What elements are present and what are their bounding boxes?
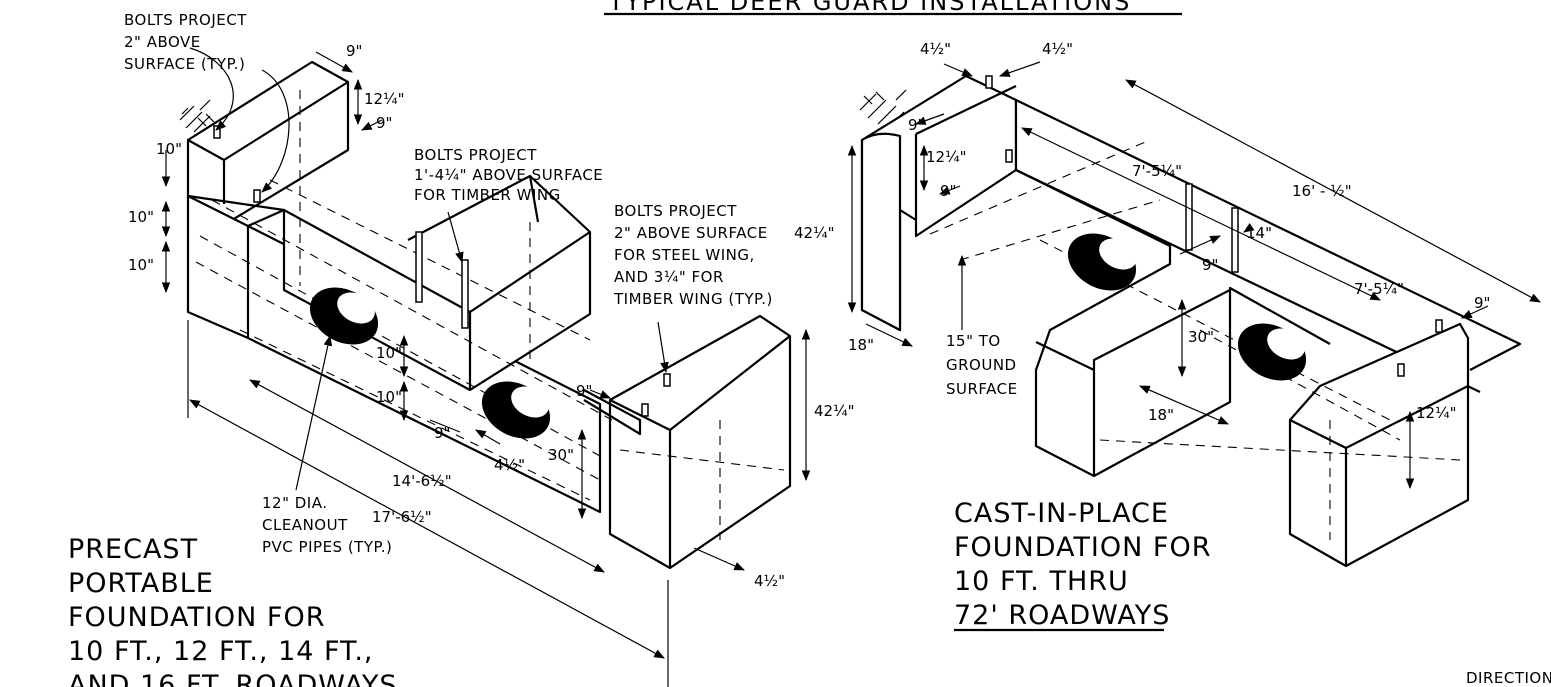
svg-text:10 FT., 12 FT., 14 FT.,: 10 FT., 12 FT., 14 FT.,	[68, 636, 374, 667]
svg-text:TIMBER WING (TYP.): TIMBER WING (TYP.)	[613, 290, 773, 308]
note-bolts-timber: BOLTS PROJECT 1'-4¼" ABOVE SURFACE FOR T…	[414, 146, 603, 204]
note-bolts-top: BOLTS PROJECT 2" ABOVE SURFACE (TYP.)	[124, 11, 247, 73]
svg-text:BOLTS PROJECT: BOLTS PROJECT	[124, 11, 247, 29]
svg-text:1'-4¼" ABOVE SURFACE: 1'-4¼" ABOVE SURFACE	[414, 166, 603, 184]
threaded-bolt	[1231, 207, 1239, 273]
bolt	[663, 373, 671, 387]
left-column	[860, 132, 902, 332]
svg-text:4½": 4½"	[920, 40, 951, 58]
svg-text:9": 9"	[376, 114, 392, 132]
svg-text:9": 9"	[434, 424, 450, 442]
svg-text:PORTABLE: PORTABLE	[68, 568, 214, 599]
svg-text:BOLTS PROJECT: BOLTS PROJECT	[414, 146, 537, 164]
svg-text:18": 18"	[848, 336, 874, 354]
svg-text:42¼": 42¼"	[814, 402, 855, 420]
svg-text:4½": 4½"	[494, 456, 525, 474]
note-ground-surface: 15" TO GROUND SURFACE	[946, 332, 1018, 398]
bolt	[641, 403, 649, 417]
svg-text:12¼": 12¼"	[926, 148, 967, 166]
svg-text:18": 18"	[1148, 406, 1174, 424]
svg-text:FOR TIMBER WING: FOR TIMBER WING	[414, 186, 561, 204]
direction-label: DIRECTION	[1466, 669, 1551, 687]
threaded-bolt	[461, 259, 469, 329]
svg-text:PVC PIPES (TYP.): PVC PIPES (TYP.)	[262, 538, 392, 556]
cast-dimension-lines	[847, 61, 1541, 490]
svg-text:10": 10"	[376, 388, 402, 406]
precast-caption: PRECAST PORTABLE FOUNDATION FOR 10 FT., …	[68, 534, 398, 687]
svg-text:AND 3¼" FOR: AND 3¼" FOR	[614, 268, 724, 286]
note-pvc-pipes: 12" DIA. CLEANOUT PVC PIPES (TYP.)	[262, 494, 392, 556]
svg-text:9": 9"	[346, 42, 362, 60]
svg-text:7'-5¼": 7'-5¼"	[1132, 162, 1182, 180]
earth-hatch	[179, 99, 215, 133]
threaded-bolt	[415, 231, 423, 303]
drawing-title: TYPICAL DEER GUARD INSTALLATIONS	[608, 0, 1132, 16]
svg-text:CLEANOUT: CLEANOUT	[262, 516, 348, 534]
svg-text:15" TO: 15" TO	[946, 332, 1001, 350]
cast-in-place-foundation-drawing: 15" TO GROUND SURFACE 4½" 4½" 9" 12¼" 9"…	[794, 40, 1551, 687]
svg-text:72' ROADWAYS: 72' ROADWAYS	[954, 600, 1170, 631]
svg-text:12" DIA.: 12" DIA.	[262, 494, 328, 512]
precast-dimension-labels: 9" 12¼" 9" 10" 10" 10" 10" 10" 9" 9" 4½"…	[128, 42, 855, 590]
svg-text:4½": 4½"	[1042, 40, 1073, 58]
bolt	[1397, 363, 1405, 377]
svg-text:10": 10"	[128, 208, 154, 226]
bolt	[985, 75, 993, 89]
svg-text:14": 14"	[1246, 224, 1272, 242]
precast-dimension-lines	[161, 51, 811, 687]
svg-text:12¼": 12¼"	[364, 90, 405, 108]
bolt	[253, 189, 261, 203]
svg-text:2" ABOVE SURFACE: 2" ABOVE SURFACE	[614, 224, 768, 242]
svg-text:14'-6½": 14'-6½"	[392, 472, 452, 490]
title-block: TYPICAL DEER GUARD INSTALLATIONS	[604, 0, 1182, 16]
svg-text:2" ABOVE: 2" ABOVE	[124, 33, 201, 51]
svg-text:9": 9"	[1202, 256, 1218, 274]
svg-text:42¼": 42¼"	[794, 224, 835, 242]
svg-text:30": 30"	[1188, 328, 1214, 346]
svg-text:9": 9"	[908, 116, 924, 134]
back-wall-face	[186, 60, 350, 222]
svg-text:10 FT. THRU: 10 FT. THRU	[954, 566, 1129, 597]
note-bolts-steel: BOLTS PROJECT 2" ABOVE SURFACE FOR STEEL…	[613, 202, 773, 308]
svg-text:9": 9"	[1474, 294, 1490, 312]
svg-text:CAST-IN-PLACE: CAST-IN-PLACE	[954, 498, 1169, 529]
right-end-column	[1288, 322, 1470, 568]
svg-text:10": 10"	[156, 140, 182, 158]
svg-text:17'-6½": 17'-6½"	[372, 508, 432, 526]
bolt	[1005, 149, 1013, 163]
svg-text:7'-5¼": 7'-5¼"	[1354, 280, 1404, 298]
svg-text:9": 9"	[576, 382, 592, 400]
svg-text:30": 30"	[548, 446, 574, 464]
cast-caption: CAST-IN-PLACE FOUNDATION FOR 10 FT. THRU…	[954, 498, 1211, 632]
svg-text:SURFACE (TYP.): SURFACE (TYP.)	[124, 55, 245, 73]
precast-leaders	[189, 47, 669, 491]
svg-text:BOLTS PROJECT: BOLTS PROJECT	[614, 202, 737, 220]
svg-text:FOR STEEL WING,: FOR STEEL WING,	[614, 246, 755, 264]
threaded-bolt	[1185, 183, 1193, 251]
svg-text:16' - ½": 16' - ½"	[1292, 182, 1352, 200]
svg-text:SURFACE: SURFACE	[946, 380, 1018, 398]
svg-text:GROUND: GROUND	[946, 356, 1017, 374]
svg-text:FOUNDATION FOR: FOUNDATION FOR	[954, 532, 1211, 563]
svg-text:4½": 4½"	[754, 572, 785, 590]
bolt	[1435, 319, 1443, 333]
cast-dimension-labels: 4½" 4½" 9" 12¼" 9" 42¼" 18" 7'-5¼" 16' -…	[794, 40, 1490, 424]
svg-text:PRECAST: PRECAST	[68, 534, 198, 565]
svg-text:9": 9"	[940, 182, 956, 200]
right-end-block	[608, 314, 792, 570]
svg-text:12¼": 12¼"	[1416, 404, 1457, 422]
svg-text:10": 10"	[376, 344, 402, 362]
svg-text:FOUNDATION FOR: FOUNDATION FOR	[68, 602, 325, 633]
svg-text:AND 16 FT. ROADWAYS: AND 16 FT. ROADWAYS	[68, 670, 398, 687]
svg-text:10": 10"	[128, 256, 154, 274]
precast-foundation-drawing: BOLTS PROJECT 2" ABOVE SURFACE (TYP.) BO…	[68, 11, 855, 687]
